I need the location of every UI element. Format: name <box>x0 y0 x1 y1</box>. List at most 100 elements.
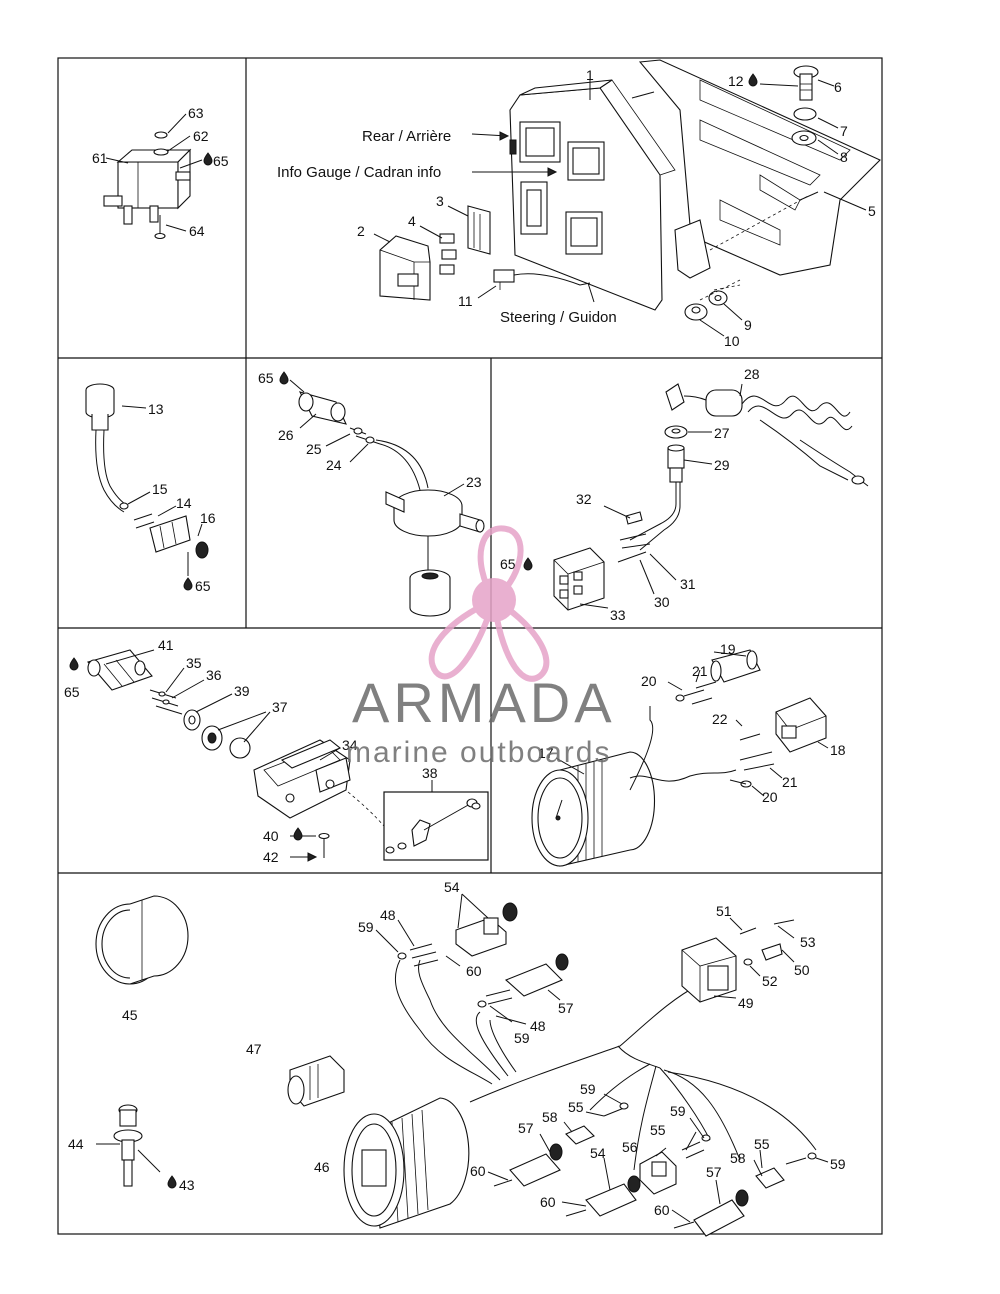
callout-60: 60 <box>654 1202 670 1218</box>
callout-30: 30 <box>654 594 670 610</box>
mounting-bracket-part <box>638 59 881 279</box>
callout-6: 6 <box>834 79 842 95</box>
sensor-part <box>85 383 115 431</box>
callout-28: 28 <box>744 366 760 382</box>
lanyard-cap-part <box>665 383 743 417</box>
callout-10: 10 <box>724 333 740 349</box>
callout-3: 3 <box>436 193 444 209</box>
callout-49: 49 <box>738 995 754 1011</box>
stud-part <box>631 91 819 201</box>
oil-drop-icon <box>279 371 289 385</box>
cap-part <box>229 737 251 759</box>
callout-57: 57 <box>706 1164 722 1180</box>
callout-18: 18 <box>830 742 846 758</box>
connector-part <box>673 1189 749 1237</box>
callout-65: 65 <box>213 153 229 169</box>
callout-9: 9 <box>744 317 752 333</box>
connector-part <box>755 1152 817 1189</box>
gauge-ring-part <box>95 895 189 985</box>
callout-43: 43 <box>179 1177 195 1193</box>
callout-65: 65 <box>500 556 516 572</box>
connector-part <box>493 1143 563 1187</box>
fitting-part <box>113 1104 143 1187</box>
callout-26: 26 <box>278 427 294 443</box>
callout-54: 54 <box>444 879 460 895</box>
terminal-part <box>149 689 183 715</box>
callout-53: 53 <box>800 934 816 950</box>
callout-65: 65 <box>195 578 211 594</box>
panel-lanyard: 28 27 29 32 65 31 30 33 <box>500 366 869 623</box>
callout-7: 7 <box>840 123 848 139</box>
callout-38: 38 <box>422 765 438 781</box>
oil-drop-icon <box>748 73 758 87</box>
screw-part <box>154 215 166 240</box>
panel-frame <box>57 57 883 1235</box>
callout-44: 44 <box>68 1136 84 1152</box>
nut-part <box>664 425 688 439</box>
callout-2: 2 <box>357 223 365 239</box>
callout-48: 48 <box>380 907 396 923</box>
callout-8: 8 <box>840 149 848 165</box>
callout-62: 62 <box>193 128 209 144</box>
fitting-part <box>201 725 223 751</box>
callout-20: 20 <box>641 673 657 689</box>
callout-57: 57 <box>558 1000 574 1016</box>
callout-57: 57 <box>518 1120 534 1136</box>
hardware-kit-box <box>383 791 489 861</box>
hardware-kit-part <box>385 798 481 854</box>
callout-63: 63 <box>188 105 204 121</box>
connector-part <box>87 649 153 691</box>
connector-part <box>565 1102 629 1145</box>
callout-22: 22 <box>712 711 728 727</box>
connector-part <box>133 513 191 553</box>
oil-drop-icon <box>203 152 213 166</box>
callout-14: 14 <box>176 495 192 511</box>
trim-sender-part <box>253 739 351 819</box>
bolt-part <box>793 65 819 101</box>
callout-60: 60 <box>540 1194 556 1210</box>
connector-part <box>455 902 518 957</box>
callout-50: 50 <box>794 962 810 978</box>
connector-part <box>493 269 515 290</box>
oil-drop-icon <box>167 1175 177 1189</box>
callout-17: 17 <box>538 745 554 761</box>
callout-65: 65 <box>258 370 274 386</box>
ecu-module-part <box>509 79 676 311</box>
callout-64: 64 <box>189 223 205 239</box>
terminal-part <box>675 681 775 788</box>
callout-59: 59 <box>358 919 374 935</box>
panel-gauge: 19 21 20 22 18 21 20 17 <box>531 641 846 867</box>
connector-part <box>504 953 569 997</box>
callout-20: 20 <box>762 789 778 805</box>
oil-drop-icon <box>523 557 533 571</box>
callout-13: 13 <box>148 401 164 417</box>
callout-55: 55 <box>568 1099 584 1115</box>
caption-info-gauge: Info Gauge / Cadran info <box>277 164 441 181</box>
caption-steering: Steering / Guidon <box>500 309 617 326</box>
callout-25: 25 <box>306 441 322 457</box>
panel-float-sender: 65 26 25 24 23 <box>258 370 485 617</box>
screw-part <box>318 832 330 858</box>
callout-32: 32 <box>576 491 592 507</box>
callout-36: 36 <box>206 667 222 683</box>
callout-40: 40 <box>263 828 279 844</box>
callout-60: 60 <box>470 1163 486 1179</box>
relay-part <box>379 235 431 301</box>
panel-harness: 45 47 44 43 46 54 48 59 60 57 48 59 51 5… <box>68 879 846 1237</box>
terminal-part <box>617 511 651 563</box>
callout-37: 37 <box>272 699 288 715</box>
callout-21: 21 <box>692 663 708 679</box>
callout-59: 59 <box>670 1103 686 1119</box>
callout-4: 4 <box>408 213 416 229</box>
connector-part <box>710 649 761 683</box>
callout-34: 34 <box>342 737 358 753</box>
callout-65: 65 <box>64 684 80 700</box>
callout-21: 21 <box>782 774 798 790</box>
connector-part <box>681 937 737 1003</box>
watermark-tagline: marine outboards <box>346 736 611 769</box>
plug-part <box>287 1055 345 1107</box>
panel-valve: 61 63 62 65 64 <box>92 105 229 240</box>
callout-15: 15 <box>152 481 168 497</box>
connector-part <box>298 391 347 425</box>
callout-41: 41 <box>158 637 174 653</box>
